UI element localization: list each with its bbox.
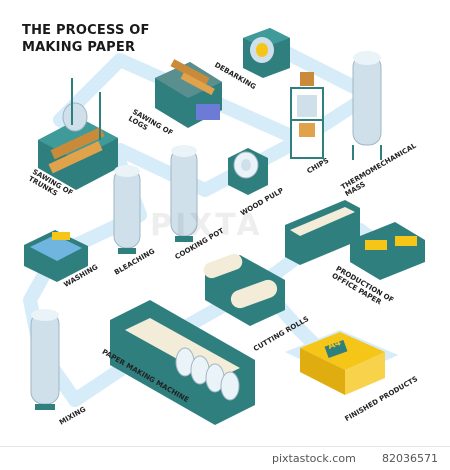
cutting-rolls-machine (203, 253, 285, 326)
office-paper-machine (285, 200, 425, 280)
wood-pulp-machine (228, 148, 268, 195)
title-line-2: MAKING PAPER (22, 40, 136, 55)
footer-bar (0, 446, 450, 470)
a4-package (285, 330, 398, 395)
debarking-machine (243, 28, 290, 78)
page-title: THE PROCESS OF MAKING PAPER (22, 22, 150, 56)
cooking-pot-tank (170, 145, 198, 242)
mixing-tank (30, 309, 60, 410)
footer-brand: pixtastock.com (272, 452, 356, 465)
title-line-1: THE PROCESS OF (22, 23, 150, 38)
chips-tower (290, 72, 324, 159)
thermo-tank (352, 51, 382, 160)
washing-machine (24, 230, 88, 282)
paper-making-machine (110, 300, 255, 425)
bleaching-tank (113, 165, 141, 254)
footer-image-id: 82036571 (382, 452, 438, 465)
log-saw-machine (155, 59, 222, 128)
trunk-saw-machine (38, 78, 118, 190)
watermark: PIXTA (150, 208, 263, 243)
